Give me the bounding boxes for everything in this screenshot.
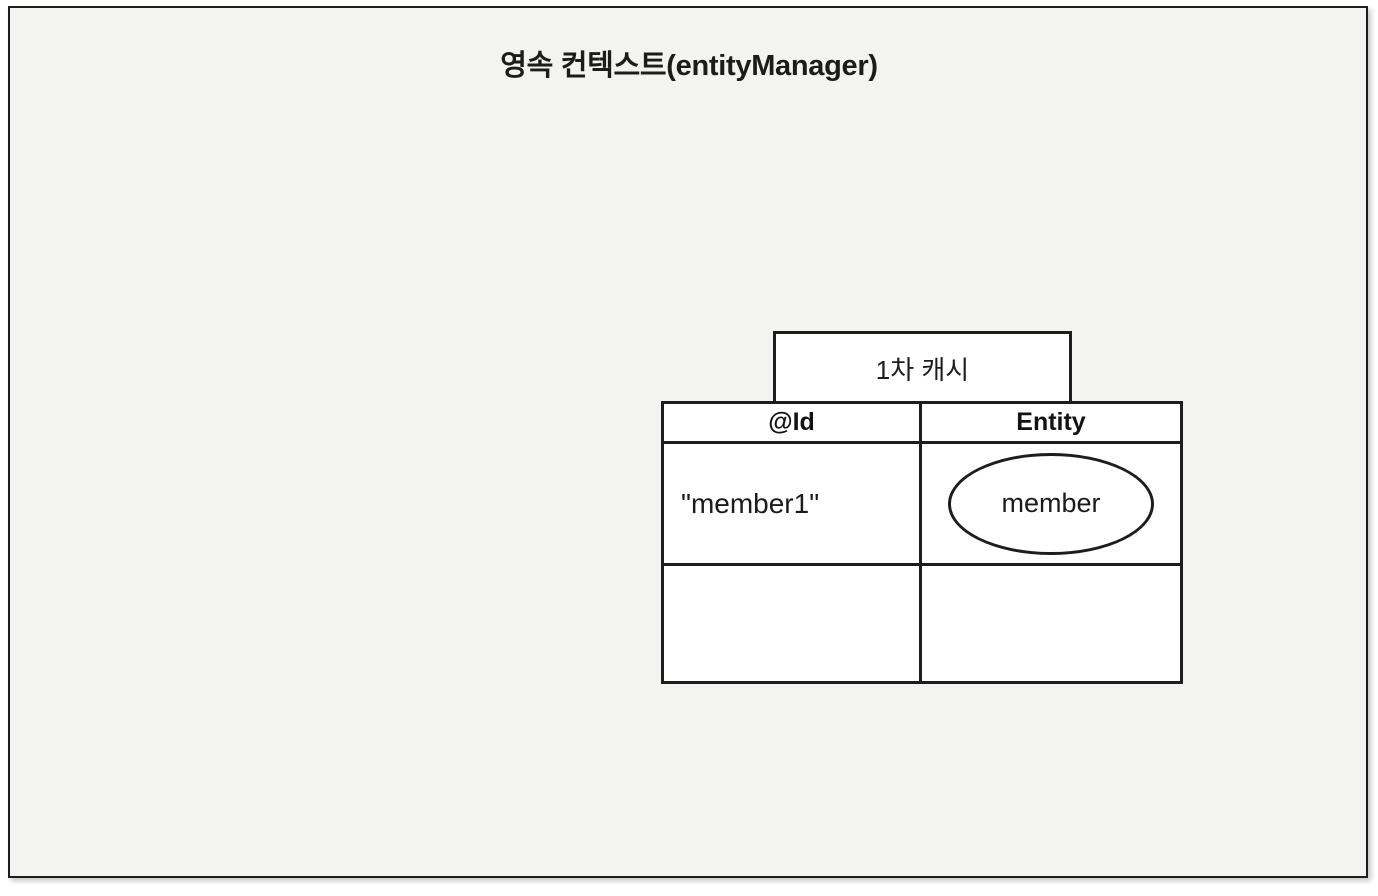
- table-row: "member1" member: [664, 444, 1180, 566]
- table-cell-id: "member1": [664, 444, 922, 563]
- column-header-id: @Id: [768, 408, 815, 436]
- table-row: [664, 566, 1180, 681]
- entity-instance-label: member: [1001, 488, 1101, 518]
- first-level-cache-table: @Id Entity "member1" member: [661, 401, 1183, 684]
- table-cell-id: [664, 566, 922, 681]
- table-header-cell-entity: Entity: [922, 404, 1180, 441]
- entity-id-value: "member1": [681, 487, 820, 519]
- column-header-entity: Entity: [1016, 408, 1086, 436]
- table-cell-entity: [922, 566, 1180, 681]
- first-level-cache-label-box: 1차 캐시: [773, 331, 1072, 403]
- entity-ellipse-shape: member: [948, 452, 1154, 555]
- page-title: 영속 컨텍스트(entityManager): [0, 42, 1378, 84]
- table-cell-entity: member: [922, 444, 1180, 563]
- table-header-cell-id: @Id: [664, 404, 922, 441]
- page-title-text: 영속 컨텍스트(entityManager): [500, 50, 878, 82]
- first-level-cache-label: 1차 캐시: [875, 354, 970, 385]
- table-header-row: @Id Entity: [664, 404, 1180, 444]
